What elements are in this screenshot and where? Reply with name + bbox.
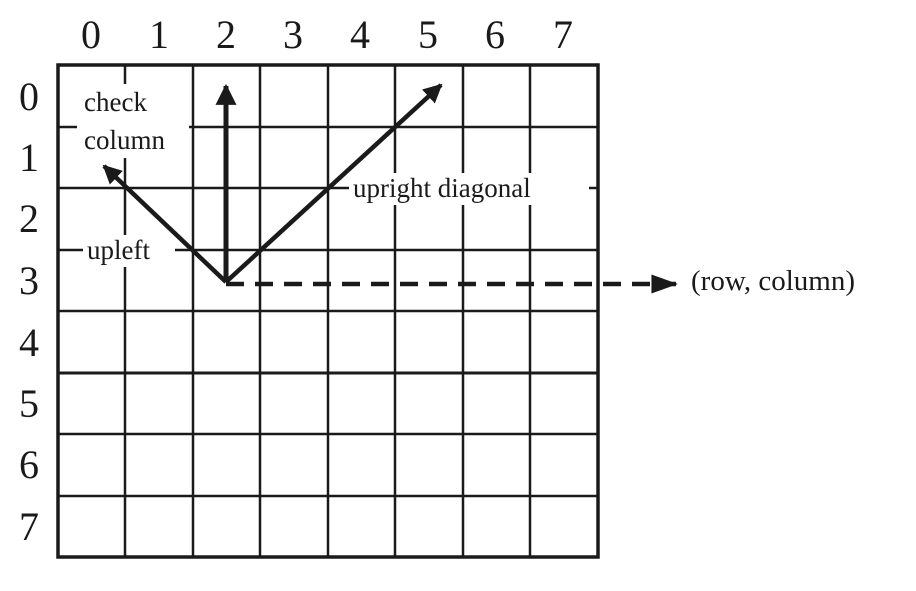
row-number: 1 bbox=[19, 135, 39, 180]
row-number: 3 bbox=[19, 258, 39, 303]
row-number: 5 bbox=[19, 381, 39, 426]
label-backgrounds bbox=[77, 84, 589, 267]
column-headers: 0 1 2 3 4 5 6 7 bbox=[81, 12, 573, 57]
upright-diagonal-label-background bbox=[349, 173, 589, 205]
row-number: 6 bbox=[19, 442, 39, 487]
direction-labels: check column upleft upright diagonal (ro… bbox=[84, 87, 855, 297]
column-number: 3 bbox=[283, 12, 303, 57]
column-number: 7 bbox=[553, 12, 573, 57]
row-number: 2 bbox=[19, 196, 39, 241]
column-number: 1 bbox=[149, 12, 169, 57]
column-number: 0 bbox=[81, 12, 101, 57]
row-number: 7 bbox=[19, 504, 39, 549]
check-column-label-line2: column bbox=[84, 125, 165, 155]
column-number: 2 bbox=[216, 12, 236, 57]
check-column-label-line1: check bbox=[84, 87, 147, 117]
column-number: 6 bbox=[485, 12, 505, 57]
row-column-label: (row, column) bbox=[691, 265, 855, 297]
upleft-label-background bbox=[83, 235, 175, 267]
upleft-label: upleft bbox=[87, 235, 150, 265]
column-number: 5 bbox=[418, 12, 438, 57]
row-number: 0 bbox=[19, 74, 39, 119]
direction-arrows bbox=[102, 83, 678, 294]
column-number: 4 bbox=[350, 12, 370, 57]
upright-diagonal-label: upright diagonal bbox=[353, 173, 531, 203]
upleft-arrow bbox=[102, 164, 228, 284]
row-number: 4 bbox=[19, 320, 39, 365]
upright-diagonal-arrow bbox=[224, 83, 443, 284]
check-column-label-background bbox=[77, 84, 189, 158]
row-headers: 0 1 2 3 4 5 6 7 bbox=[19, 74, 39, 549]
